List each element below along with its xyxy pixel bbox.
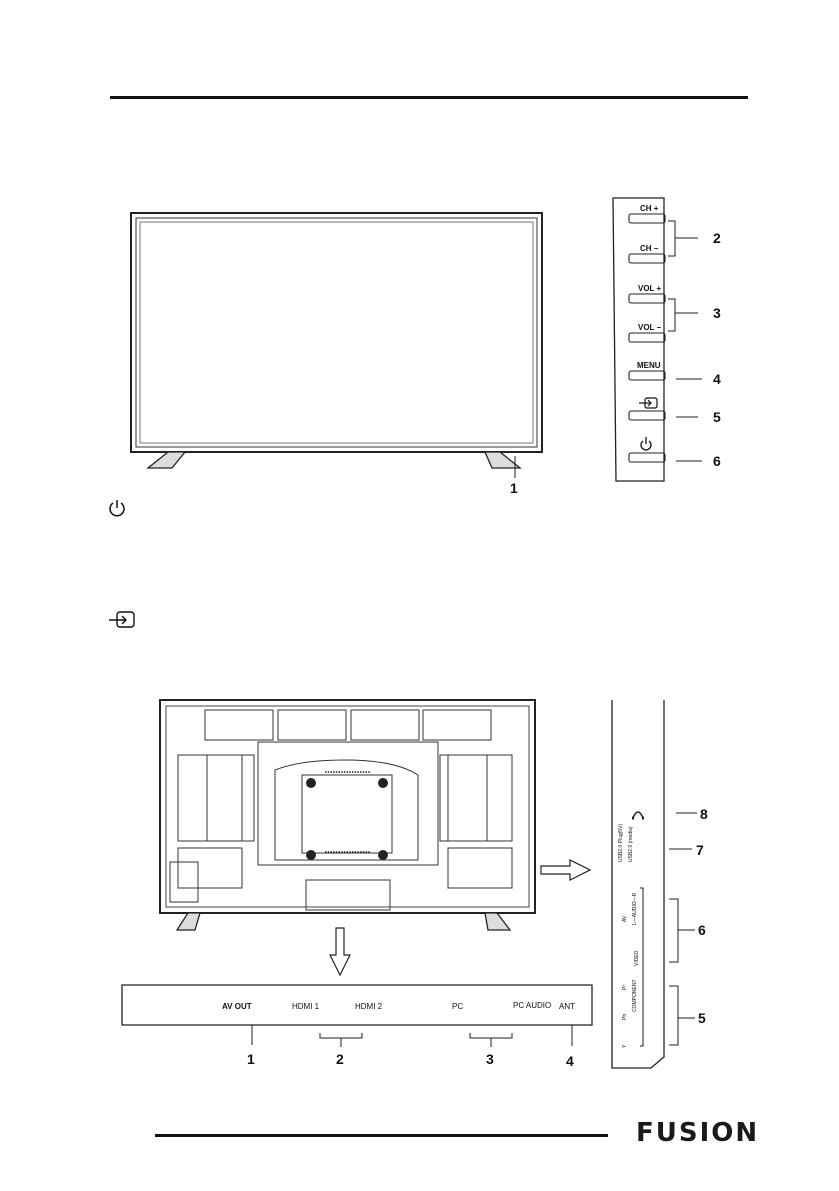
- bottom-callout-2: 2: [336, 1051, 344, 1067]
- tv-front: [130, 212, 543, 478]
- button-vol-minus-label: VOL −: [638, 323, 662, 332]
- legend-input-source-icon: [109, 611, 135, 628]
- port-hdmi1: HDMI 1: [292, 1002, 320, 1011]
- side-callout-8: 8: [700, 806, 708, 822]
- port-hdmi2: HDMI 2: [355, 1002, 383, 1011]
- side-callout-6: 6: [698, 922, 706, 938]
- port-pr: Pr: [622, 985, 628, 990]
- button-menu-label: MENU: [637, 361, 661, 370]
- callout-6: 6: [713, 453, 721, 469]
- brand-logo: FUSION: [636, 1118, 760, 1148]
- callout-5: 5: [713, 409, 721, 425]
- port-y: Y: [622, 1044, 628, 1048]
- side-callout-7: 7: [696, 842, 704, 858]
- button-panel: [612, 197, 702, 482]
- callout-4: 4: [713, 371, 721, 387]
- port-usb-media: USB2.0 (media): [628, 826, 634, 862]
- input-source-icon: [639, 397, 658, 409]
- callout-1: 1: [510, 480, 518, 496]
- button-vol-plus-label: VOL +: [638, 284, 662, 293]
- legend-power-icon: [109, 500, 125, 517]
- headphone-icon: [632, 811, 644, 820]
- port-ant: ANT: [559, 1002, 575, 1011]
- side-callout-5: 5: [698, 1010, 706, 1026]
- port-component: COMPONENT: [632, 980, 638, 1013]
- rear-bottom-panel: [121, 984, 593, 1047]
- bottom-callout-3: 3: [486, 1051, 494, 1067]
- callout-3: 3: [713, 305, 721, 321]
- port-av: AV: [622, 915, 628, 922]
- header-rule: [110, 96, 748, 99]
- bottom-callout-1: 1: [247, 1051, 255, 1067]
- rear-side-panel: [611, 700, 697, 1069]
- footer-rule: [155, 1134, 608, 1137]
- tv-rear: [159, 699, 592, 977]
- button-ch-minus-label: CH −: [640, 244, 659, 253]
- bottom-callout-4: 4: [566, 1053, 574, 1069]
- port-pc-audio: PC AUDIO: [513, 1001, 551, 1010]
- callout-2: 2: [713, 230, 721, 246]
- port-av-out: AV OUT: [222, 1002, 252, 1011]
- power-icon: [640, 437, 652, 451]
- button-ch-plus-label: CH +: [640, 204, 659, 213]
- port-pb: Pb: [622, 1014, 628, 1020]
- port-video: VIDEO: [634, 950, 640, 966]
- port-audio-lr: L—AUDIO—R: [632, 892, 638, 925]
- port-usb-plug: USB2.0 Plug(5V): [618, 824, 624, 862]
- port-pc: PC: [452, 1002, 463, 1011]
